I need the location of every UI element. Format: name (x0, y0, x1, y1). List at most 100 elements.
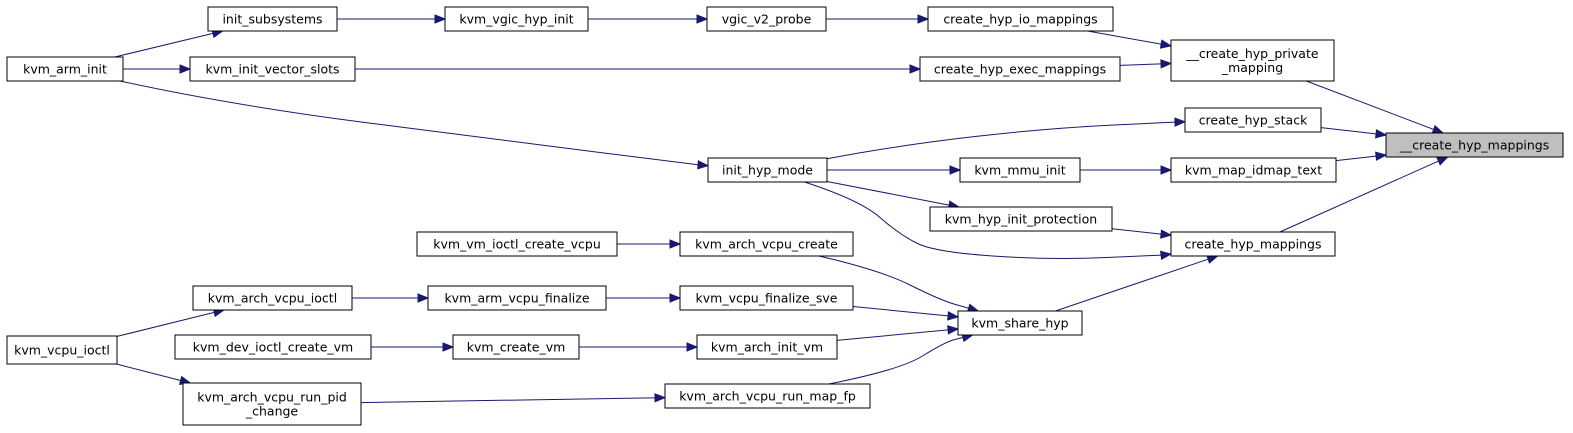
node-kvm-dev-ioctl-create-vm[interactable]: kvm_dev_ioctl_create_vm (174, 334, 372, 360)
node-box (679, 231, 854, 257)
node-kvm-share-hyp[interactable]: kvm_share_hyp (957, 310, 1083, 336)
node-box (1184, 107, 1322, 133)
node-create-hyp-mappings-internal[interactable]: __create_hyp_mappings (1385, 132, 1564, 158)
node-init-hyp-mode[interactable]: init_hyp_mode (707, 157, 828, 183)
arrowhead (669, 239, 682, 249)
node-box (189, 56, 356, 82)
node-kvm-arch-vcpu-run-pid-change[interactable]: kvm_arch_vcpu_run_pid_change (182, 382, 362, 426)
node-create-hyp-exec-mappings[interactable]: create_hyp_exec_mappings (919, 56, 1121, 82)
node-kvm-hyp-init-protection[interactable]: kvm_hyp_init_protection (929, 206, 1113, 232)
node-box (959, 157, 1081, 183)
node-label: kvm_create_vm (467, 340, 566, 355)
edge-line (360, 397, 656, 404)
edge-line (1320, 127, 1377, 135)
node-kvm-arm-vcpu-finalize[interactable]: kvm_arm_vcpu_finalize (427, 285, 607, 311)
edge-kvm_map_idmap_text-to-create_hyp_mappings_internal (1335, 151, 1388, 162)
arrowhead (696, 14, 709, 24)
node-create-hyp-stack[interactable]: create_hyp_stack (1184, 107, 1322, 133)
node-label: __create_hyp_mappings (1399, 138, 1549, 153)
node-box (679, 285, 854, 311)
edge-init_hyp_mode-to-kvm_hyp_init_protection (826, 181, 961, 210)
edge-kvm_mmu_init-to-kvm_map_idmap_text (1080, 165, 1173, 175)
node-kvm-mmu-init[interactable]: kvm_mmu_init (959, 157, 1081, 183)
node-label: kvm_arch_vcpu_run_map_fp (679, 389, 856, 404)
edge-kvm_hyp_init_protection-to-create_hyp_mappings (1111, 228, 1173, 239)
edge-line (836, 329, 949, 341)
node-label: kvm_vcpu_ioctl (14, 343, 110, 358)
edge-line (116, 311, 215, 337)
node-label: kvm_arm_init (23, 62, 107, 77)
node-kvm-init-vector-slots[interactable]: kvm_init_vector_slots (189, 56, 356, 82)
node-label: create_hyp_exec_mappings (934, 62, 1106, 77)
arrowhead (697, 160, 710, 170)
node-init-subsystems[interactable]: init_subsystems (207, 6, 338, 32)
arrowhead (1174, 117, 1187, 127)
edge-vgic_v2_probe-to-create_hyp_io_mappings (826, 14, 930, 24)
node-box (696, 334, 838, 360)
node-kvm-arch-init-vm[interactable]: kvm_arch_init_vm (696, 334, 838, 360)
edge-kvm_arch_vcpu_ioctl-to-kvm_arm_vcpu_finalize (352, 293, 430, 303)
node-kvm-map-idmap-text[interactable]: kvm_map_idmap_text (1170, 157, 1337, 183)
edge-kvm_vcpu_ioctl-to-kvm_arch_vcpu_ioctl (116, 307, 226, 337)
node-create-hyp-private-mapping[interactable]: __create_hyp_private_mapping (1170, 39, 1335, 82)
edge-line (1306, 80, 1434, 130)
node-kvm-arch-vcpu-ioctl[interactable]: kvm_arch_vcpu_ioctl (192, 285, 353, 311)
node-kvm-arm-init[interactable]: kvm_arm_init (6, 56, 124, 82)
node-box (706, 6, 827, 32)
node-box (929, 206, 1113, 232)
node-box (1170, 157, 1337, 183)
call-graph-nodes: __create_hyp_mappings __create_hyp_privat… (6, 6, 1564, 426)
edge-kvm_share_hyp-to-create_hyp_mappings (1055, 254, 1219, 312)
edge-kvm_arm_vcpu_finalize-to-kvm_vcpu_finalize_sve (606, 293, 682, 303)
edge-create_hyp_exec_mappings-to-create_hyp_private_mapping (1119, 59, 1173, 69)
edge-line (826, 121, 1178, 160)
node-label: init_subsystems (222, 12, 322, 27)
arrowhead (1375, 129, 1388, 139)
node-kvm-arch-vcpu-run-map-fp[interactable]: kvm_arch_vcpu_run_map_fp (664, 383, 871, 409)
edge-kvm_init_vector_slots-to-create_hyp_exec_mappings (355, 64, 922, 74)
edge-kvm_arch_vcpu_run_map_fp-to-kvm_share_hyp (828, 332, 974, 385)
node-label: vgic_v2_probe (722, 12, 812, 27)
node-label: init_hyp_mode (722, 163, 813, 178)
edge-kvm_arm_init-to-init_subsystems (114, 28, 225, 58)
node-label: kvm_arch_init_vm (711, 340, 823, 355)
node-label: kvm_arch_vcpu_create (695, 237, 838, 252)
node-kvm-arch-vcpu-create[interactable]: kvm_arch_vcpu_create (679, 231, 854, 257)
node-create-hyp-mappings[interactable]: create_hyp_mappings (1170, 231, 1336, 257)
arrowhead (917, 14, 930, 24)
edge-init_hyp_mode-to-create_hyp_mappings (804, 181, 1173, 260)
arrowhead (1206, 254, 1219, 264)
node-label: kvm_dev_ioctl_create_vm (193, 340, 353, 355)
node-label: kvm_vm_ioctl_create_vcpu (433, 237, 601, 252)
node-kvm-vcpu-ioctl[interactable]: kvm_vcpu_ioctl (6, 335, 118, 365)
edge-line (119, 80, 700, 166)
node-box (192, 285, 353, 311)
node-kvm-create-vm[interactable]: kvm_create_vm (452, 334, 580, 360)
arrowhead (1160, 165, 1173, 175)
arrowhead (417, 293, 430, 303)
edge-line (828, 336, 964, 385)
arrowhead (1159, 39, 1173, 49)
arrowhead (1160, 59, 1173, 69)
edge-line (116, 363, 181, 381)
edge-line (1279, 160, 1439, 233)
arrowhead (949, 165, 962, 175)
edge-create_hyp_io_mappings-to-create_hyp_private_mapping (1087, 30, 1173, 49)
node-label: kvm_vgic_hyp_init (459, 12, 573, 27)
node-kvm-vgic-hyp-init[interactable]: kvm_vgic_hyp_init (444, 6, 589, 32)
node-vgic-v2-probe[interactable]: vgic_v2_probe (706, 6, 827, 32)
edge-create_hyp_private_mapping-to-create_hyp_mappings_internal (1306, 80, 1445, 134)
node-create-hyp-io-mappings[interactable]: create_hyp_io_mappings (927, 6, 1114, 32)
edge-kvm_vcpu_finalize_sve-to-kvm_share_hyp (852, 306, 960, 321)
node-label: create_hyp_stack (1199, 113, 1308, 128)
node-box (427, 285, 607, 311)
node-label: kvm_share_hyp (971, 316, 1068, 331)
edge-line (826, 181, 950, 206)
node-kvm-vm-ioctl-create-vcpu[interactable]: kvm_vm_ioctl_create_vcpu (416, 231, 618, 257)
node-kvm-vcpu-finalize-sve[interactable]: kvm_vcpu_finalize_sve (679, 285, 854, 311)
node-box (1170, 39, 1335, 82)
edge-kvm_vm_ioctl_create_vcpu-to-kvm_arch_vcpu_create (617, 239, 682, 249)
arrowhead (1431, 124, 1445, 134)
edge-line (1111, 228, 1162, 235)
